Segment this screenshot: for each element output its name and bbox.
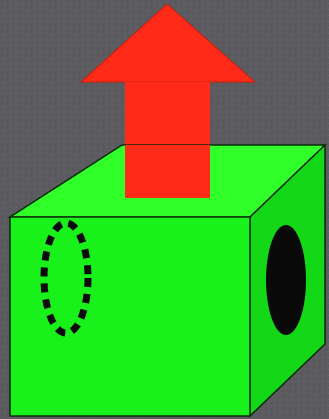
arrow-shaft-inner	[125, 145, 210, 198]
box-front-face	[10, 217, 250, 416]
side-hole-ellipse	[266, 225, 306, 335]
